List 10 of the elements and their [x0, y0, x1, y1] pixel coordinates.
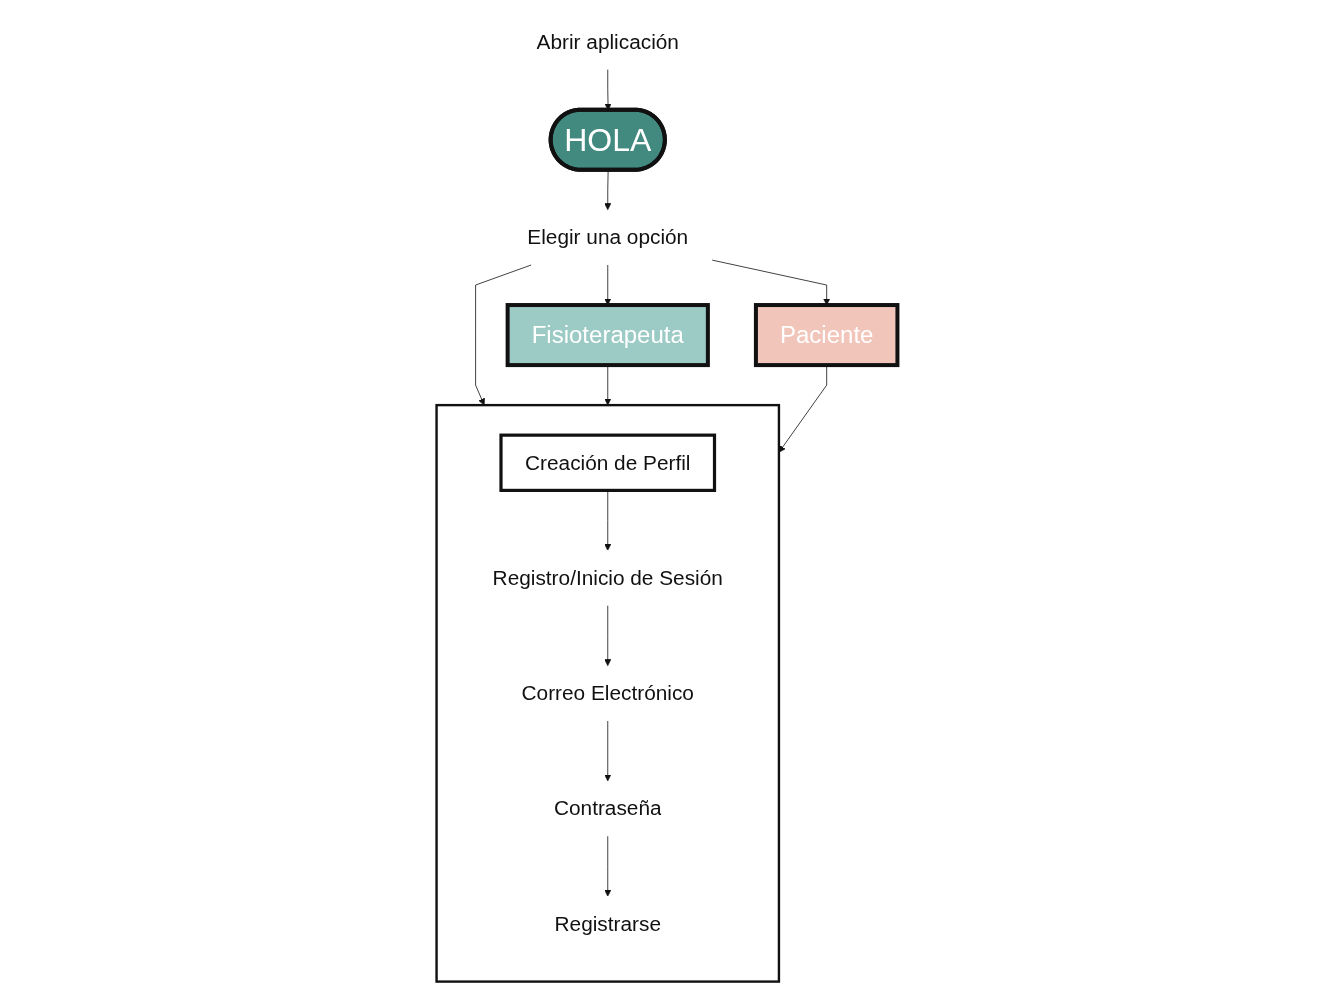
node-text: Correo Electrónico [521, 680, 694, 705]
node-box: Fisioterapeuta [505, 303, 710, 368]
node-box: Paciente [753, 303, 900, 368]
node-text: Elegir una opción [527, 224, 689, 249]
node-text: Registro/Inicio de Sesión [492, 565, 723, 590]
node-text: Abrir aplicación [536, 29, 679, 54]
node-text: Contraseña [553, 796, 662, 821]
cluster [435, 403, 781, 983]
node-text: Registrarse [554, 911, 661, 936]
node-box: Creación de Perfil [499, 433, 717, 492]
